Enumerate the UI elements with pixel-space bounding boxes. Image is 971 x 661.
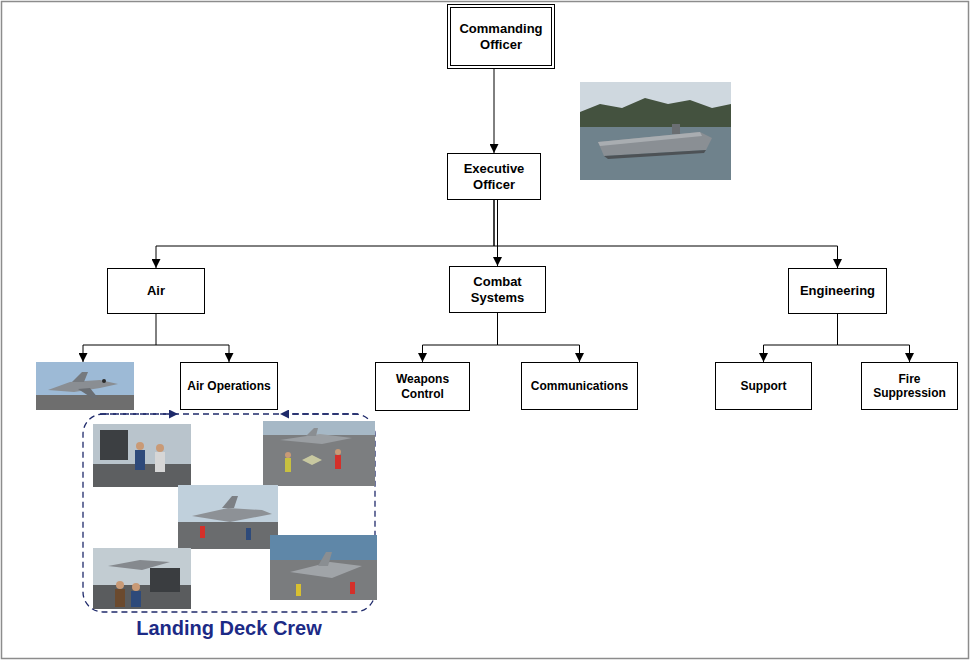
officer-box: Executive Officer — [447, 153, 541, 200]
jet-photo-part — [72, 372, 88, 382]
crew-photo — [93, 424, 191, 487]
crew-photo-part — [246, 528, 251, 540]
department-box: Engineering — [788, 268, 887, 314]
crew-photo-part — [100, 430, 128, 460]
group-label: Landing Deck Crew — [83, 617, 375, 640]
division-box: Weapons Control — [375, 362, 470, 411]
ship-photo-part — [580, 98, 731, 128]
ship-photo-part — [604, 150, 706, 159]
crew-photo-part — [350, 582, 355, 594]
department-box: Combat Systems — [449, 266, 546, 313]
box-text: Air Operations — [187, 379, 270, 393]
crew-photo-part — [115, 589, 125, 607]
box-text: Communications — [531, 379, 628, 393]
branch-line — [83, 345, 156, 362]
connector-arrow — [494, 200, 838, 268]
crew-photo — [178, 485, 278, 549]
jet-photo-part — [78, 388, 98, 398]
connector-arrow — [423, 313, 498, 362]
crew-photo-part — [178, 485, 278, 549]
crew-photo-part — [335, 455, 341, 469]
crew-photo-part — [296, 584, 301, 596]
division-box: Air Operations — [180, 362, 278, 410]
connector-arrow — [498, 313, 580, 362]
crew-photo-part — [155, 452, 165, 472]
department-box: Air — [107, 268, 205, 314]
crew-photo-part — [192, 508, 272, 522]
crew-photo — [263, 421, 375, 486]
crew-photo-part — [306, 428, 318, 436]
crew-photo-part — [302, 455, 322, 465]
crew-group-outline-part — [280, 413, 358, 414]
connector-arrow — [156, 200, 494, 268]
box-text: Weapons Control — [381, 372, 464, 401]
connector-arrow — [497, 200, 498, 266]
crew-photo — [93, 548, 191, 609]
ship-photo-part — [580, 82, 731, 180]
crew-photo-part — [335, 449, 341, 455]
division-box: Fire Suppression — [861, 362, 958, 410]
box-text: Fire Suppression — [867, 372, 952, 401]
crew-photo-part — [132, 583, 140, 591]
crew-photo-part — [150, 568, 180, 592]
crew-photo-part — [136, 442, 144, 450]
ship-photo-part — [598, 132, 702, 146]
crew-photo-part — [200, 526, 205, 538]
box-text: Executive Officer — [453, 161, 535, 192]
crew-photo-part — [93, 424, 191, 487]
crew-photo — [270, 535, 377, 600]
crew-photo-part — [135, 450, 145, 470]
jet-photo-part — [36, 395, 134, 410]
division-box: Support — [715, 362, 812, 410]
ship-photo-part — [580, 127, 731, 180]
box-text: Commanding Officer — [456, 21, 546, 52]
crew-photo-part — [285, 452, 291, 458]
connector-arrow — [156, 314, 229, 362]
crew-photo-part — [263, 421, 375, 486]
jet-photo-part — [102, 379, 106, 383]
connector-arrow — [838, 314, 910, 362]
box-text: Air — [147, 283, 165, 299]
jet-photo-part — [36, 362, 134, 410]
connector-arrow — [494, 69, 495, 153]
division-box: Communications — [521, 362, 638, 410]
crew-photo-part — [131, 591, 141, 607]
box-text: Support — [741, 379, 787, 393]
crew-photo-part — [156, 444, 164, 452]
crew-photo-part — [263, 421, 375, 435]
ship-photo-part — [672, 124, 680, 134]
crew-photo-part — [178, 522, 278, 549]
crew-photo-part — [318, 552, 332, 566]
crew-group-outline-part — [100, 413, 178, 414]
ship-photo — [580, 82, 731, 180]
jet-photo — [36, 362, 134, 410]
command-box: Commanding Officer — [447, 4, 555, 69]
crew-photo-part — [116, 581, 124, 589]
connector-arrow — [764, 314, 838, 362]
box-text: Engineering — [800, 283, 875, 299]
crew-photo-part — [270, 535, 377, 600]
crew-photo-part — [285, 458, 291, 472]
box-text: Combat Systems — [455, 274, 540, 305]
crew-photo-part — [222, 496, 238, 508]
crew-photo-part — [93, 548, 191, 609]
branch-line-part — [83, 345, 156, 362]
